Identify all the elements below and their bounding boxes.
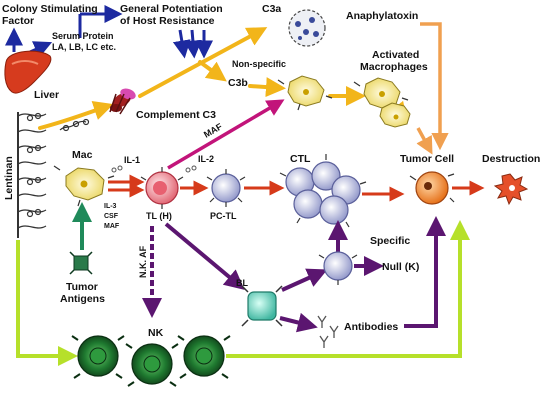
antibodies-to-tumor-arrow xyxy=(404,216,446,328)
ctl-cluster-icon xyxy=(279,154,367,228)
antibody-icon xyxy=(317,315,339,348)
tl-helper-cell-icon xyxy=(140,167,184,209)
potentiation-arrow-2 xyxy=(183,29,202,59)
antigen-icon xyxy=(69,251,93,275)
label-bl: BL xyxy=(236,278,248,288)
label-non-specific: Non-specific xyxy=(232,59,286,69)
activated-macrophage-icon-1 xyxy=(353,77,409,109)
liver-to-serum-arrow xyxy=(29,41,53,58)
lentinan-to-nk-line xyxy=(16,240,78,366)
label-activated-2: Macrophages xyxy=(360,61,428,73)
label-c3a: C3a xyxy=(262,3,281,15)
label-antibodies: Antibodies xyxy=(344,321,398,333)
nk-cell-icon-2 xyxy=(125,343,179,387)
nk-cell-icon-1 xyxy=(71,335,125,379)
label-lentinan: Lentinan xyxy=(3,156,15,200)
label-activated-1: Activated xyxy=(372,49,419,61)
label-serum-2: LA, LB, LC etc. xyxy=(52,42,116,52)
label-null-k: Null (K) xyxy=(382,261,419,273)
label-pc-tl: PC-TL xyxy=(210,211,237,221)
maf-arrow xyxy=(167,99,285,170)
label-specific: Specific xyxy=(370,235,410,247)
mac-cell-icon xyxy=(53,165,115,207)
orange-arrows xyxy=(416,22,449,155)
pc-tl-cell-icon xyxy=(206,169,246,207)
label-destruction: Destruction xyxy=(482,153,540,165)
label-tumor-antigens-2: Antigens xyxy=(60,293,105,305)
bl-to-antibodies-arrow xyxy=(279,312,318,333)
label-serum-1: Serum Protein xyxy=(52,31,114,41)
specific-t-cell-icon xyxy=(318,251,358,285)
label-potentiation-1: General Potentiation xyxy=(120,3,223,15)
liver-icon xyxy=(4,50,52,94)
activated-macrophage-icon-2 xyxy=(379,102,411,128)
label-anaphylatoxin: Anaphylatoxin xyxy=(346,10,418,22)
b-lymphocyte-icon xyxy=(241,285,283,327)
label-csf: CSF xyxy=(104,213,119,220)
lentinan-to-complement-arrow xyxy=(38,100,114,130)
label-complement-c3: Complement C3 xyxy=(136,109,216,121)
label-ctl: CTL xyxy=(290,153,311,165)
nk-to-tumor-line xyxy=(226,220,470,358)
label-liver: Liver xyxy=(34,89,59,101)
activated-to-tumor-arrow xyxy=(416,127,433,155)
il1-molecule-icon xyxy=(111,165,123,173)
label-il3: IL-3 xyxy=(104,203,117,210)
anaphylatoxin-to-tumor-arrow xyxy=(420,22,449,151)
purple-arrows xyxy=(142,216,446,333)
mac-to-tl-arrows xyxy=(108,174,145,198)
lime-path xyxy=(16,220,470,366)
complement-to-c3b-arrow xyxy=(198,60,227,82)
blue-arrows xyxy=(5,5,213,59)
il2-molecule-icon xyxy=(185,165,197,173)
label-tumor-cell: Tumor Cell xyxy=(400,153,454,165)
label-il2: IL-2 xyxy=(198,154,214,164)
lentinan-chain-icon xyxy=(17,112,90,238)
label-colony-1: Colony Stimulating xyxy=(2,3,98,15)
label-tl-h: TL (H) xyxy=(146,211,172,221)
tl-to-bl-arrow xyxy=(164,222,245,290)
label-il1: IL-1 xyxy=(124,155,140,165)
c3b-to-macrophage-arrow xyxy=(248,77,286,98)
label-potentiation-2: of Host Resistance xyxy=(120,15,215,27)
label-colony-2: Factor xyxy=(2,15,34,27)
destroyed-tumor-icon xyxy=(493,173,529,206)
nk-cell-icon-3 xyxy=(177,335,231,379)
anaphylatoxin-icon xyxy=(288,9,326,47)
label-c3b: C3b xyxy=(228,77,248,89)
potentiation-arrow-1 xyxy=(172,29,191,59)
label-tumor-antigens-1: Tumor xyxy=(66,281,98,293)
label-maf-small: MAF xyxy=(104,223,120,230)
label-mac: Mac xyxy=(72,149,93,161)
bl-to-specific-arrow xyxy=(281,268,328,292)
label-nk: NK xyxy=(148,327,164,339)
complement-c3-icon xyxy=(109,88,136,115)
macrophage-icon xyxy=(277,75,333,111)
tumor-cell-icon xyxy=(409,171,455,205)
label-nk-af: N.K. AF xyxy=(138,245,148,278)
